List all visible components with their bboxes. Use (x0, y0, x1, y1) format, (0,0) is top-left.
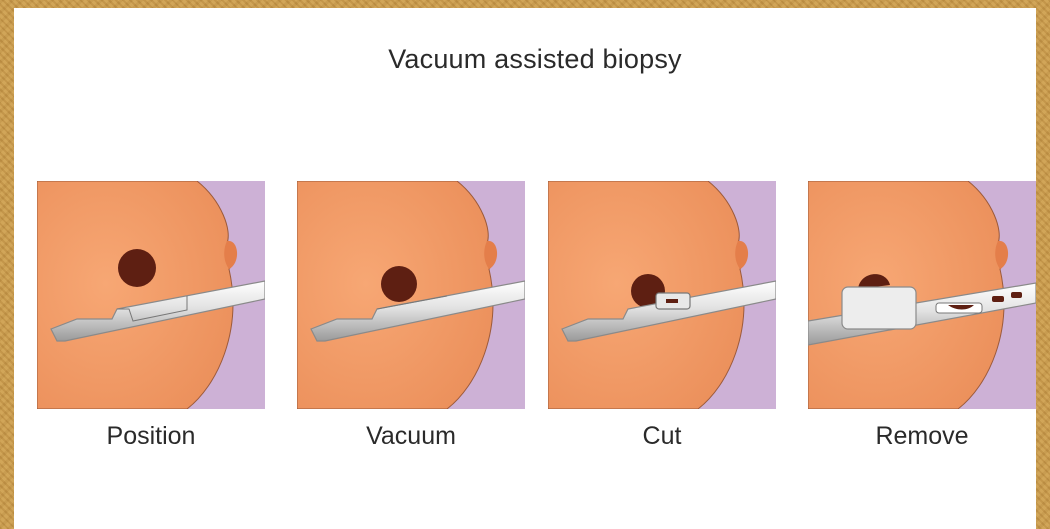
outer-sleeve (842, 287, 916, 329)
step-remove-illustration (808, 181, 1036, 409)
step-position-illustration (37, 181, 265, 409)
step-vacuum-illustration (297, 181, 525, 409)
step-vacuum-label: Vacuum (297, 422, 525, 451)
lesion (381, 266, 417, 302)
step-cut-label: Cut (548, 422, 776, 451)
figure-title: Vacuum assisted biopsy (0, 44, 1050, 75)
step-cut-illustration (548, 181, 776, 409)
step-position-label: Position (37, 422, 265, 451)
lesion (118, 249, 156, 287)
step-remove-label: Remove (808, 422, 1036, 451)
